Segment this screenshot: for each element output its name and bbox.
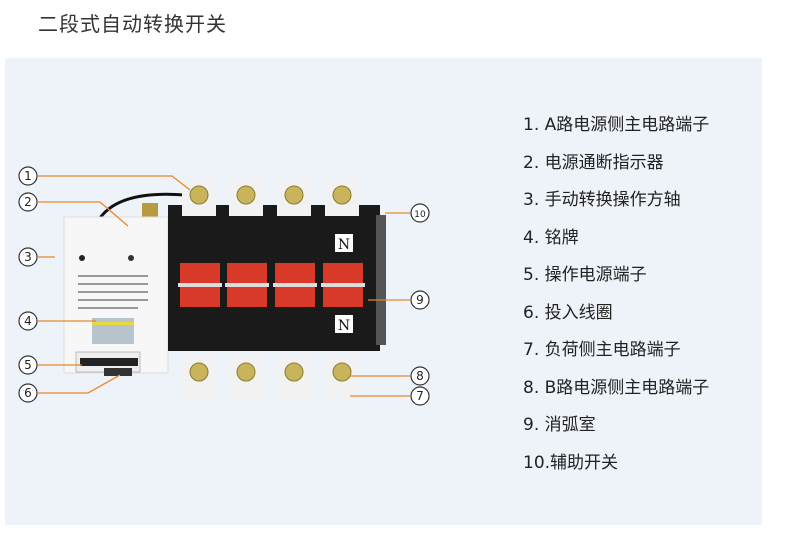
callout-6: 6 [18,383,38,403]
legend-item: 9. 消弧室 [523,415,596,435]
callout-number: 4 [24,314,32,328]
callout-number: 5 [24,358,32,372]
bolt-icon [332,185,352,205]
callout-number: 1 [24,169,32,183]
callout-1: 1 [18,166,38,186]
legend-item: 3. 手动转换操作方轴 [523,190,681,210]
callout-4: 4 [18,311,38,331]
legend-item: 5. 操作电源端子 [523,265,647,285]
bolt-icon [236,185,256,205]
callout-number: 2 [24,195,32,209]
callout-number: 7 [416,389,424,403]
legend-item: 2. 电源通断指示器 [523,152,664,173]
pole-2 [225,180,269,401]
callout-8: 8 [410,366,430,386]
bolt-icon [189,185,209,205]
legend-item: 4. 铭牌 [523,227,579,248]
leader-lines [38,175,410,397]
legend-item: 7. 负荷侧主电路端子 [523,340,681,360]
callout-9: 9 [410,290,430,310]
callout-number: 9 [416,293,424,307]
legend-list: 1. A路电源侧主电路端子 2. 电源通断指示器 3. 手动转换操作方轴 4. … [523,112,709,487]
callout-7: 7 [410,386,430,406]
indicator-a [79,255,85,261]
nameplate [92,318,134,344]
pole-3 [273,180,317,401]
coil [104,368,132,376]
bolt-icon [284,185,304,205]
callout-number: 3 [24,250,32,264]
bolt-icon [236,362,256,382]
neutral-label-top: N [338,237,350,253]
callout-5: 5 [18,355,38,375]
legend-item: 10.辅助开关 [523,452,619,473]
callout-number: 6 [24,386,32,400]
page-title: 二段式自动转换开关 [38,12,227,36]
neutral-label-bottom: N [338,318,350,334]
pole-1 [178,180,222,401]
bolt-icon [189,362,209,382]
bracket [142,203,158,217]
bolt-icon [332,362,352,382]
control-module [63,216,169,374]
legend-item: 6. 投入线圈 [523,302,613,323]
callout-2: 2 [18,192,38,212]
legend-item: 1. A路电源侧主电路端子 [523,115,710,135]
pole-4 [321,180,365,401]
callout-10: 10 [410,203,430,223]
callout-number: 8 [416,369,424,383]
legend-item: 8. B路电源侧主电路端子 [523,377,710,398]
module-text-lines [78,275,148,309]
cable [98,192,186,219]
bolt-icon [284,362,304,382]
indicator-b [128,255,134,261]
callout-number: 10 [414,210,426,220]
callout-3: 3 [18,247,38,267]
